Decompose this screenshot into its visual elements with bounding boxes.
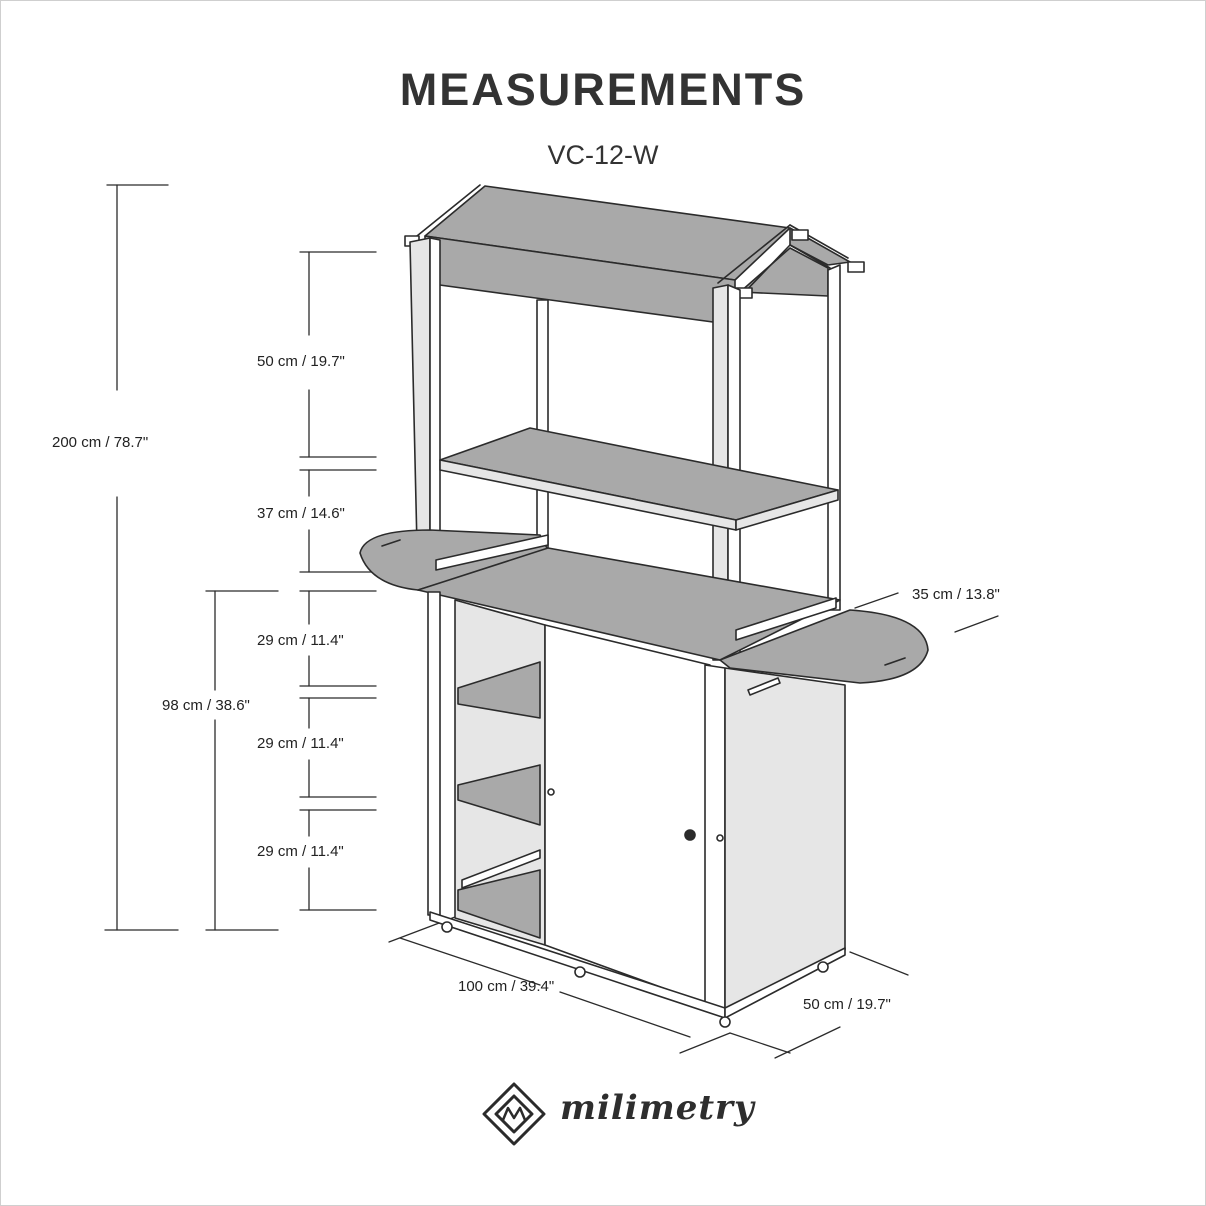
lower-shelf-3-label: 29 cm / 11.4" <box>257 843 344 860</box>
casters <box>441 921 829 1028</box>
m-diamond-logo-icon <box>482 1082 546 1146</box>
roof-canopy <box>404 184 865 326</box>
top-section-label: 50 cm / 19.7" <box>257 353 345 370</box>
lower-shelf-2-label: 29 cm / 11.4" <box>257 735 344 752</box>
cabinet-body <box>427 591 846 1019</box>
lower-shelf-1-label: 29 cm / 11.4" <box>257 632 344 649</box>
counter-height-label: 98 cm / 38.6" <box>162 697 250 714</box>
upper-shelf-label: 37 cm / 14.6" <box>257 505 345 522</box>
side-wing-label: 35 cm / 13.8" <box>912 586 1000 603</box>
width-label: 100 cm / 39.4" <box>458 978 555 995</box>
model-code: VC-12-W <box>547 140 659 170</box>
total-height-label: 200 cm / 78.7" <box>52 434 149 451</box>
dimension-lines <box>104 184 999 1059</box>
upper-shelf <box>439 427 839 531</box>
page-title: MEASUREMENTS <box>399 64 807 115</box>
brand-name: milimetry <box>560 1088 755 1128</box>
depth-label: 50 cm / 19.7" <box>803 996 891 1013</box>
counter-top <box>359 529 929 684</box>
